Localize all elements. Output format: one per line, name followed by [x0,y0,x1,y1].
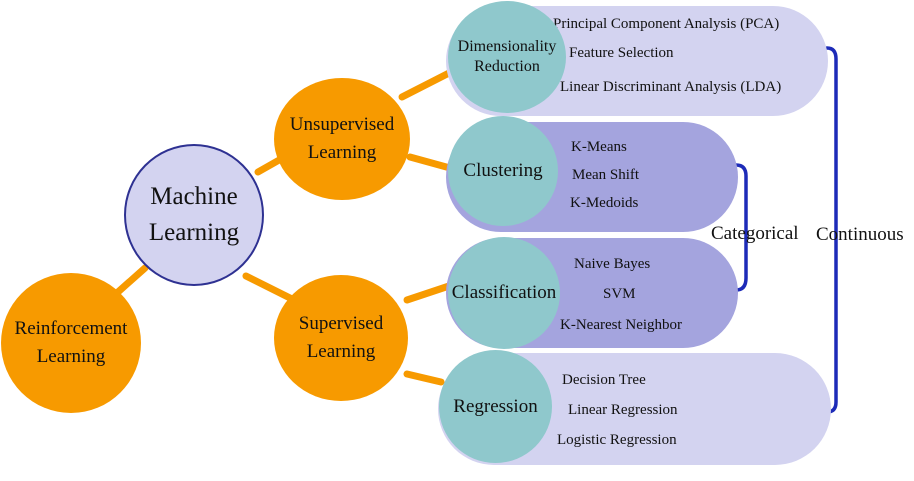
supervised-label-line2: Learning [306,341,376,362]
regression-method-2: Linear Regression [568,402,678,418]
categorical-label: Categorical [711,223,799,244]
regression-method-3: Logistic Regression [557,432,677,448]
connector-supervised-regression [403,370,445,386]
unsupervised-label-line1: Unsupervised [289,114,395,135]
connector-supervised-classification [403,281,456,304]
dimensionality-label-line1: Dimensionality [457,38,557,55]
classification-method-1: Naive Bayes [574,256,651,272]
dimensionality-label-line2: Reduction [474,58,540,75]
classification-method-3: K-Nearest Neighbor [560,317,683,333]
root-label-line1: Machine [150,183,238,210]
continuous-bracket [825,46,838,414]
clustering-method-1: K-Means [571,139,627,155]
continuous-label: Continuous [816,224,904,245]
dimensionality-reduction-node: Dimensionality Reduction [448,1,566,113]
classification-label: Classification [451,282,557,303]
classification-method-2: SVM [603,286,636,302]
dimensionality-method-1: Principal Component Analysis (PCA) [553,16,780,32]
regression-method-1: Decision Tree [562,372,646,388]
connector-root-reinforcement [114,264,149,296]
machine-learning-root-node: Machine Learning [124,144,264,286]
regression-label: Regression [453,395,538,417]
classification-node: Classification [448,237,560,349]
dimensionality-method-2: Feature Selection [569,45,674,61]
supervised-label-line1: Supervised [298,313,384,334]
connector-root-supervised [242,272,298,304]
root-label-line2: Learning [148,219,240,246]
clustering-method-3: K-Medoids [570,195,639,211]
reinforcement-label-line2: Learning [36,346,106,367]
categorical-bracket [734,163,748,292]
dimensionality-method-3: Linear Discriminant Analysis (LDA) [560,79,782,95]
unsupervised-label-line2: Learning [307,142,377,163]
reinforcement-learning-node: Reinforcement Learning [1,273,141,413]
connector-unsupervised-dimensionality [398,68,455,101]
reinforcement-label-line1: Reinforcement [14,318,128,339]
unsupervised-learning-node: Unsupervised Learning [274,78,410,200]
regression-node: Regression [439,350,552,463]
supervised-learning-node: Supervised Learning [274,275,408,401]
clustering-node: Clustering [448,116,558,226]
connector-unsupervised-clustering [406,153,454,172]
clustering-method-2: Mean Shift [572,167,640,183]
clustering-label: Clustering [463,160,543,181]
